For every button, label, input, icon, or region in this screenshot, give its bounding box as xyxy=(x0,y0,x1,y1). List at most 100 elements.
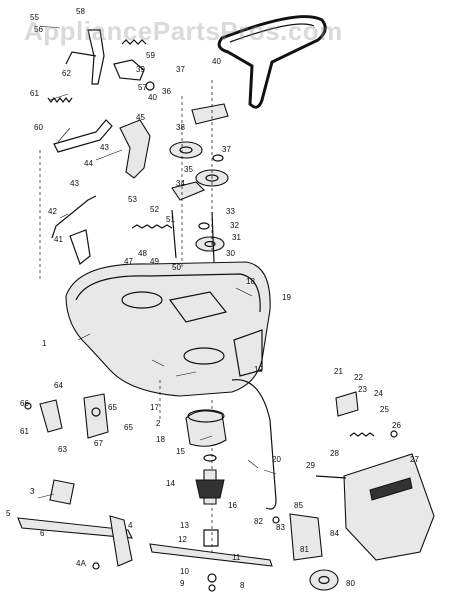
bolt-left xyxy=(24,402,32,410)
callout-83: 83 xyxy=(276,523,285,532)
lift-hanger xyxy=(109,515,133,567)
callout-31: 31 xyxy=(232,233,241,242)
callout-49: 49 xyxy=(150,257,159,266)
callout-63: 63 xyxy=(58,445,67,454)
callout-39: 39 xyxy=(136,65,145,74)
callout-59: 59 xyxy=(146,51,155,60)
callout-35: 35 xyxy=(184,165,193,174)
idler-pulley-2-hub xyxy=(205,174,219,182)
front-bracket xyxy=(49,479,75,505)
callout-15: 15 xyxy=(176,447,185,456)
callout-14: 14 xyxy=(166,479,175,488)
callout-4: 4 xyxy=(128,521,133,530)
mower-deck xyxy=(65,261,271,397)
drive-belt-inner xyxy=(229,23,315,43)
callout-43: 43 xyxy=(100,143,109,152)
spring-left xyxy=(47,97,73,103)
spring-top xyxy=(121,39,147,45)
callout-52: 52 xyxy=(150,205,159,214)
gauge-wheel-pin xyxy=(91,407,101,417)
callout-23: 23 xyxy=(358,385,367,394)
callout-29: 29 xyxy=(306,461,315,470)
callout-12: 12 xyxy=(178,535,187,544)
callout-27: 27 xyxy=(410,455,419,464)
idler-pulley-1-hub xyxy=(179,146,193,154)
callout-56: 56 xyxy=(34,25,43,34)
callout-65: 65 xyxy=(108,403,117,412)
callout-50: 50 xyxy=(172,263,181,272)
idler-arm-small xyxy=(113,59,145,81)
callout-53: 53 xyxy=(128,195,137,204)
bracket-nut xyxy=(272,516,280,524)
callout-55: 55 xyxy=(30,13,39,22)
gauge-wheel xyxy=(309,569,339,591)
callout-81: 81 xyxy=(300,545,309,554)
callout-21: 21 xyxy=(334,367,343,376)
callout-80: 80 xyxy=(346,579,355,588)
callout-38: 38 xyxy=(176,123,185,132)
lift-bar xyxy=(17,517,133,539)
callout-40: 40 xyxy=(212,57,221,66)
callout-8: 8 xyxy=(240,581,245,590)
callout-85: 85 xyxy=(294,501,303,510)
lift-bolt xyxy=(92,562,100,570)
callout-61: 61 xyxy=(20,427,29,436)
callout-66: 66 xyxy=(20,399,29,408)
bracket-left xyxy=(39,399,63,433)
callout-32: 32 xyxy=(230,221,239,230)
callout-45: 45 xyxy=(136,113,145,122)
callout-26: 26 xyxy=(392,421,401,430)
housing-top xyxy=(187,409,225,423)
chute-bracket xyxy=(335,391,359,417)
callout-6: 6 xyxy=(40,529,45,538)
deck-spindle-left xyxy=(121,291,163,309)
callout-5: 5 xyxy=(6,509,11,518)
callout-37: 37 xyxy=(222,145,231,154)
spindle-bearing xyxy=(203,454,217,462)
callout-20: 20 xyxy=(272,455,281,464)
callout-67: 67 xyxy=(94,439,103,448)
callout-58: 58 xyxy=(76,7,85,16)
idler-arm xyxy=(171,181,205,201)
callout-33: 33 xyxy=(226,207,235,216)
callout-36: 36 xyxy=(162,87,171,96)
callout-40: 40 xyxy=(148,93,157,102)
callout-4A: 4A xyxy=(76,559,86,568)
drive-belt xyxy=(217,15,327,109)
callout-62: 62 xyxy=(62,69,71,78)
callout-1: 1 xyxy=(42,339,47,348)
callout-30: 30 xyxy=(226,249,235,258)
discharge-chute xyxy=(343,453,435,561)
link-rod xyxy=(65,51,97,65)
engine-belt xyxy=(231,379,277,510)
chute-ribs xyxy=(369,477,413,501)
callout-82: 82 xyxy=(254,517,263,526)
deck-hanger xyxy=(119,119,151,179)
callout-37: 37 xyxy=(176,65,185,74)
callout-11: 11 xyxy=(232,553,241,562)
callout-18: 18 xyxy=(156,435,165,444)
wheel-bracket xyxy=(289,513,323,561)
callout-41: 41 xyxy=(54,235,63,244)
chute-spring xyxy=(349,432,375,437)
front-link xyxy=(53,119,113,153)
deck-shield xyxy=(233,329,263,377)
chute-rod xyxy=(315,475,347,479)
idler-bracket xyxy=(191,103,229,125)
blade-washer xyxy=(207,573,217,583)
callout-13: 13 xyxy=(180,521,189,530)
callout-60: 60 xyxy=(34,123,43,132)
mower-blade xyxy=(149,543,273,567)
callout-22: 22 xyxy=(354,373,363,382)
rod-center xyxy=(171,209,177,259)
callout-24: 24 xyxy=(374,389,383,398)
idler-pulley-1 xyxy=(169,141,203,159)
deck-rim xyxy=(75,273,261,313)
callout-17: 17 xyxy=(150,403,159,412)
callout-48: 48 xyxy=(138,249,147,258)
hanger-rod xyxy=(51,195,97,239)
callout-65: 65 xyxy=(124,423,133,432)
